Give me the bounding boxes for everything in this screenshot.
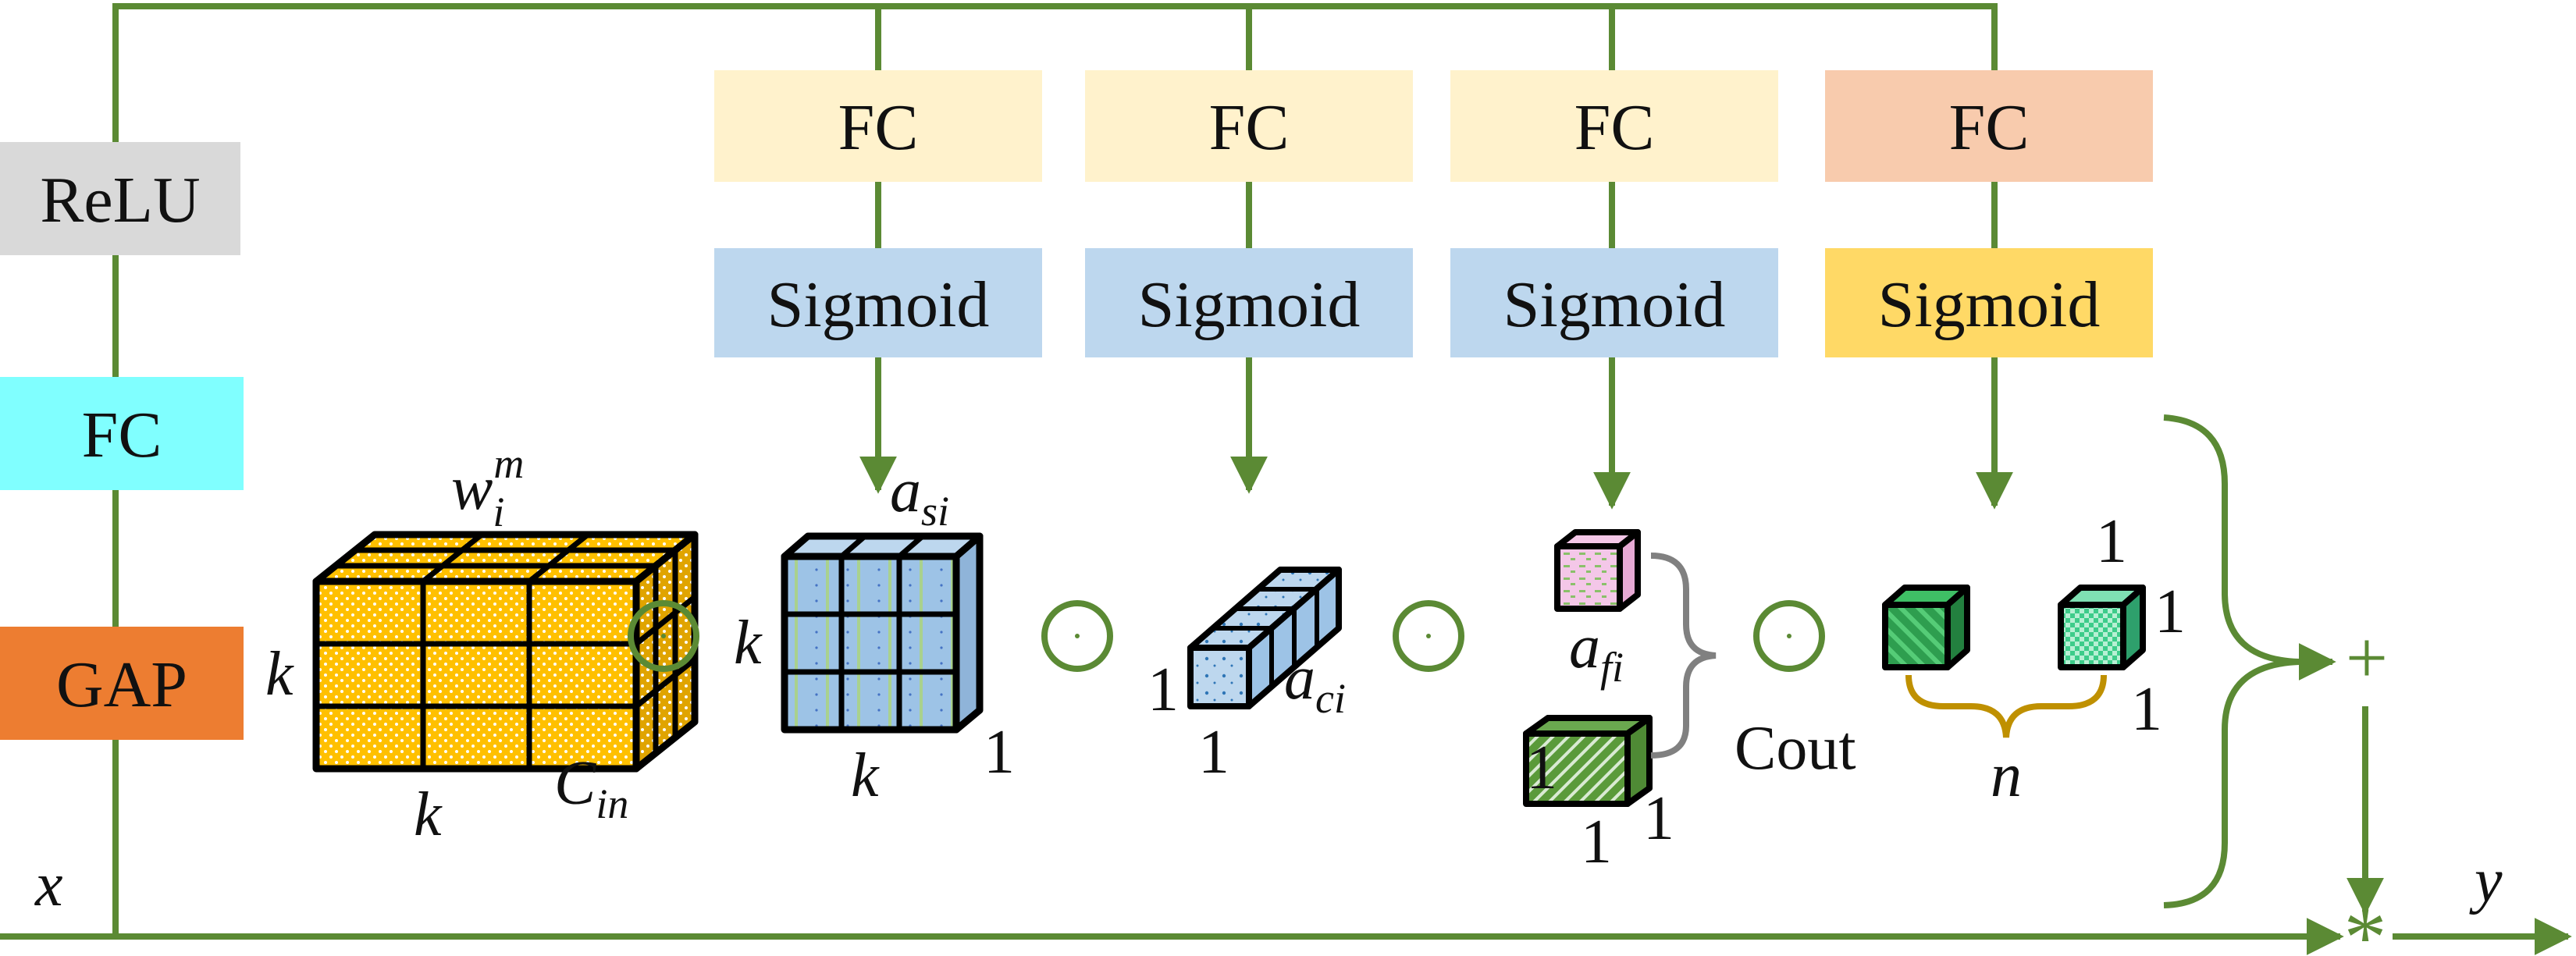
kernel-one-bottom-label: 1 bbox=[2131, 675, 2162, 744]
sum-plus-label: + bbox=[2346, 616, 2388, 699]
branch-3-sigmoid-label: Sigmoid bbox=[1503, 268, 1726, 341]
branch-3-fc-label: FC bbox=[1574, 91, 1655, 164]
n-label: n bbox=[1991, 741, 2022, 810]
spatial-k-bottom-label: k bbox=[851, 741, 880, 810]
aggregation-brace bbox=[2163, 414, 2300, 908]
gap-box: GAP bbox=[0, 627, 244, 740]
spatial-one-label: 1 bbox=[984, 718, 1015, 787]
circle-dot-icon bbox=[1041, 600, 1113, 672]
afi-label: afi bbox=[1569, 613, 1624, 691]
circle-dot-icon bbox=[1753, 600, 1825, 672]
left-stack: ReLU FC GAP bbox=[0, 142, 244, 740]
output-y-label: y bbox=[2469, 847, 2503, 915]
filter-brace-icon bbox=[1650, 553, 1717, 759]
kernel-k-bottom-label: k bbox=[414, 780, 443, 849]
kernel-count-brace-icon bbox=[1905, 674, 2107, 738]
filter-attention-cube-bottom-icon bbox=[1523, 715, 1653, 807]
filter-one-right-label: 1 bbox=[1643, 784, 1674, 853]
kernel-one-right-label: 1 bbox=[2154, 578, 2186, 646]
branch-4-fc-label: FC bbox=[1949, 91, 2030, 164]
kernel-attention-cube-2-icon bbox=[2058, 585, 2146, 670]
branch-4: FC Sigmoid bbox=[1825, 70, 2153, 357]
left-fc-label: FC bbox=[82, 399, 162, 471]
filter-attention-cube-top-icon bbox=[1554, 529, 1641, 612]
gap-label: GAP bbox=[56, 649, 187, 721]
branch-1: FC Sigmoid bbox=[714, 70, 1042, 357]
cin-label: Cin bbox=[554, 749, 628, 827]
diagram-labels: x y + * wim k k Cin asi k k 1 1 1 aci af… bbox=[34, 440, 2503, 956]
conv-star-label: * bbox=[2344, 890, 2387, 956]
aci-label: aci bbox=[1284, 644, 1346, 722]
hadamard-operators bbox=[628, 600, 1825, 672]
filter-one-left-label: 1 bbox=[1526, 734, 1557, 802]
filter-one-bottom-label: 1 bbox=[1581, 808, 1612, 876]
asi-label: asi bbox=[890, 457, 949, 535]
relu-label: ReLU bbox=[40, 164, 200, 236]
w-label: wim bbox=[451, 440, 524, 535]
branch-4-sigmoid-label: Sigmoid bbox=[1878, 268, 2101, 341]
branch-3: FC Sigmoid bbox=[1450, 70, 1778, 357]
relu-box: ReLU bbox=[0, 142, 240, 255]
channel-one-left-label: 1 bbox=[1147, 656, 1179, 724]
kernel-cube-icon bbox=[312, 531, 699, 773]
kernel-k-left-label: k bbox=[265, 640, 294, 709]
spatial-k-left-label: k bbox=[734, 609, 763, 677]
branch-2: FC Sigmoid bbox=[1085, 70, 1413, 357]
cout-label: Cout bbox=[1735, 714, 1856, 783]
kernel-one-top-label: 1 bbox=[2096, 507, 2127, 576]
branch-2-fc-label: FC bbox=[1209, 91, 1290, 164]
kernel-attention-cube-1-icon bbox=[1882, 585, 1970, 670]
branch-2-sigmoid-label: Sigmoid bbox=[1138, 268, 1361, 341]
branch-1-fc-label: FC bbox=[838, 91, 919, 164]
channel-one-bottom-label: 1 bbox=[1198, 718, 1229, 787]
connectors bbox=[0, 3, 2572, 955]
spatial-attention-cube-icon bbox=[781, 532, 984, 734]
circle-dot-icon bbox=[628, 600, 699, 672]
circle-dot-icon bbox=[1393, 600, 1464, 672]
input-x-label: x bbox=[34, 851, 63, 919]
channel-attention-cube-icon bbox=[1187, 567, 1342, 709]
left-fc-box: FC bbox=[0, 377, 244, 490]
branch-1-sigmoid-label: Sigmoid bbox=[767, 268, 990, 341]
